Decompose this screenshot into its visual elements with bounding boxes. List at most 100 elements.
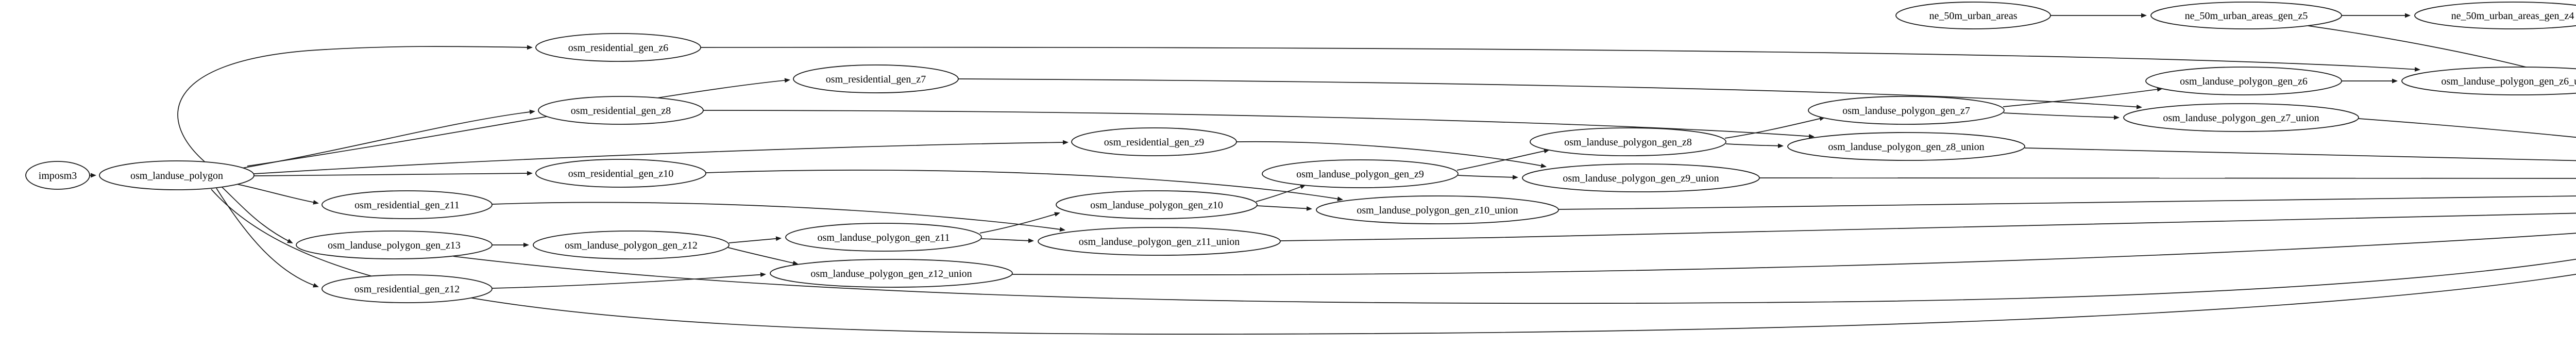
- edge-osm_landuse_polygon-to-osm_residential_gen_z8: [242, 109, 535, 169]
- node-label-osm_landuse_polygon_gen_z11: osm_landuse_polygon_gen_z11: [817, 232, 950, 243]
- node-osm_landuse_polygon_gen_z12: osm_landuse_polygon_gen_z12: [533, 231, 730, 259]
- edge-osm_residential_gen_z9-to-osm_landuse_polygon_gen_z9_union: [1236, 141, 1547, 168]
- node-ne_50m_urban_areas_gen_z5: ne_50m_urban_areas_gen_z5: [2150, 2, 2342, 29]
- node-osm_landuse_polygon_gen_z12_union: osm_landuse_polygon_gen_z12_union: [770, 259, 1013, 288]
- node-label-osm_residential_gen_z6: osm_residential_gen_z6: [568, 42, 668, 54]
- node-osm_landuse_polygon_gen_z7: osm_landuse_polygon_gen_z7: [1808, 96, 2005, 125]
- node-ellipse-osm_landuse_polygon_gen_z13: [296, 231, 493, 259]
- node-label-ne_50m_urban_areas_gen_z4: ne_50m_urban_areas_gen_z4: [2451, 10, 2574, 22]
- edge-osm_landuse_polygon-to-osm_landuse_polygon_gen_z13: [221, 186, 293, 243]
- edge-osm_landuse_polygon_gen_z11-to-osm_landuse_polygon_gen_z10: [979, 212, 1060, 234]
- node-label-osm_landuse_polygon_gen_z12_union: osm_landuse_polygon_gen_z12_union: [810, 268, 972, 279]
- node-ellipse-osm_landuse_polygon_gen_z9: [1262, 159, 1459, 188]
- node-label-osm_landuse_polygon_gen_z9_union: osm_landuse_polygon_gen_z9_union: [1563, 173, 1719, 184]
- node-osm_residential_gen_z9: osm_residential_gen_z9: [1071, 127, 1237, 156]
- node-ellipse-osm_landuse_polygon_gen_z7: [1808, 96, 2005, 125]
- node-ellipse-ne_50m_urban_areas_gen_z5: [2150, 2, 2342, 29]
- node-osm_landuse_polygon_gen_z13: osm_landuse_polygon_gen_z13: [296, 231, 493, 259]
- node-label-osm_landuse_polygon_gen_z12: osm_landuse_polygon_gen_z12: [565, 240, 698, 251]
- node-label-osm_residential_gen_z10: osm_residential_gen_z10: [568, 168, 673, 179]
- edge-osm_landuse_polygon-to-osm_residential_gen_z6: [177, 45, 533, 163]
- node-label-osm_landuse_polygon_gen_z6_union: osm_landuse_polygon_gen_z6_union: [2441, 76, 2576, 87]
- node-ellipse-osm_landuse_polygon_gen_z6_union: [2401, 67, 2576, 95]
- node-osm_residential_gen_z7: osm_residential_gen_z7: [793, 64, 959, 93]
- node-ellipse-osm_landuse_polygon_gen_z10_union: [1316, 195, 1559, 224]
- edge-osm_landuse_polygon_gen_z8-to-osm_landuse_polygon_gen_z8_union: [1725, 143, 1784, 149]
- edge-osm_residential_gen_z11-to-osm_landuse_polygon_gen_z11_union: [492, 202, 1065, 232]
- node-label-osm_residential_gen_z11: osm_residential_gen_z11: [354, 200, 460, 211]
- node-ellipse-osm_landuse_polygon_gen_z11_union: [1038, 227, 1281, 256]
- node-label-osm_residential_gen_z7: osm_residential_gen_z7: [826, 74, 926, 85]
- node-osm_landuse_polygon_gen_z9_union: osm_landuse_polygon_gen_z9_union: [1522, 163, 1760, 192]
- node-ellipse-osm_landuse_polygon_gen_z12: [533, 231, 730, 259]
- node-ellipse-ne_50m_urban_areas: [1895, 2, 2051, 29]
- node-osm_landuse_polygon: osm_landuse_polygon: [99, 160, 255, 190]
- node-osm_landuse_polygon_gen_z6_union: osm_landuse_polygon_gen_z6_union: [2401, 67, 2576, 95]
- node-osm_residential_gen_z6: osm_residential_gen_z6: [535, 33, 701, 62]
- node-ellipse-osm_residential_gen_z8: [538, 96, 704, 125]
- edge-osm_landuse_polygon_gen_z11-to-osm_landuse_polygon_gen_z11_union: [981, 238, 1034, 243]
- edge-osm_landuse_polygon-to-osm_residential_gen_z12: [216, 188, 319, 288]
- node-label-ne_50m_urban_areas_gen_z5: ne_50m_urban_areas_gen_z5: [2185, 10, 2308, 22]
- node-ellipse-osm_landuse_polygon_gen_z12_union: [770, 259, 1013, 288]
- edge-osm_landuse_polygon_gen_z12_union-to-layer_landuse-z12: [1012, 233, 2576, 275]
- node-label-osm_residential_gen_z12: osm_residential_gen_z12: [354, 284, 460, 295]
- edge-osm_landuse_polygon_gen_z10-to-osm_landuse_polygon_gen_z9: [1256, 185, 1306, 202]
- node-label-osm_landuse_polygon_gen_z6: osm_landuse_polygon_gen_z6: [2180, 76, 2308, 87]
- node-osm_landuse_polygon_gen_z11: osm_landuse_polygon_gen_z11: [785, 223, 982, 252]
- edge-osm_residential_gen_z8-to-osm_landuse_polygon_gen_z8_union: [703, 110, 1815, 139]
- node-imposm3: imposm3: [25, 161, 90, 190]
- node-label-osm_landuse_polygon_gen_z11_union: osm_landuse_polygon_gen_z11_union: [1079, 236, 1240, 248]
- node-label-osm_landuse_polygon_gen_z10_union: osm_landuse_polygon_gen_z10_union: [1357, 205, 1518, 216]
- edge-osm_landuse_polygon_gen_z7_union-to-layer_landuse-z7: [2358, 118, 2576, 138]
- edge-osm_landuse_polygon_gen_z7-to-osm_landuse_polygon_gen_z6: [2003, 87, 2163, 107]
- edge-osm_landuse_polygon-to-osm_residential_gen_z7: [247, 78, 790, 167]
- edge-osm_landuse_polygon_gen_z10_union-to-layer_landuse-z10: [1558, 196, 2576, 210]
- edge-osm_residential_gen_z12-to-osm_landuse_polygon_gen_z12_union: [492, 272, 766, 289]
- node-label-osm_residential_gen_z9: osm_residential_gen_z9: [1104, 137, 1204, 148]
- node-label-ne_50m_urban_areas: ne_50m_urban_areas: [1929, 10, 2017, 22]
- edge-osm_landuse_polygon_gen_z7-to-osm_landuse_polygon_gen_z7_union: [2003, 112, 2120, 120]
- node-label-osm_landuse_polygon_gen_z9: osm_landuse_polygon_gen_z9: [1296, 169, 1424, 180]
- node-osm_landuse_polygon_gen_z8_union: osm_landuse_polygon_gen_z8_union: [1787, 132, 2025, 161]
- edge-osm_landuse_polygon_gen_z12-to-osm_landuse_polygon_gen_z12_union: [727, 247, 799, 266]
- node-osm_landuse_polygon_gen_z9: osm_landuse_polygon_gen_z9: [1262, 159, 1459, 188]
- node-ellipse-osm_landuse_polygon_gen_z6: [2145, 67, 2342, 95]
- node-ellipse-osm_landuse_polygon_gen_z8_union: [1787, 132, 2025, 161]
- edge-osm_residential_gen_z10-to-osm_landuse_polygon_gen_z10_union: [705, 170, 1343, 201]
- node-label-imposm3: imposm3: [39, 170, 77, 182]
- node-ellipse-osm_residential_gen_z11: [321, 190, 493, 219]
- node-ellipse-osm_landuse_polygon: [99, 160, 255, 190]
- node-ellipse-osm_residential_gen_z6: [535, 33, 701, 62]
- node-label-osm_landuse_polygon: osm_landuse_polygon: [130, 170, 223, 182]
- node-label-osm_landuse_polygon_gen_z8_union: osm_landuse_polygon_gen_z8_union: [1828, 141, 1984, 153]
- edge-osm_landuse_polygon_gen_z9-to-osm_landuse_polygon_gen_z8: [1456, 149, 1550, 171]
- node-ellipse-osm_residential_gen_z10: [535, 159, 706, 188]
- edge-osm_landuse_polygon_gen_z13-to-layer_landuse-z13: [453, 256, 2576, 304]
- node-label-osm_residential_gen_z8: osm_residential_gen_z8: [571, 105, 671, 117]
- edge-osm_residential_gen_z7-to-osm_landuse_polygon_gen_z7_union: [958, 78, 2142, 109]
- node-osm_landuse_polygon_gen_z7_union: osm_landuse_polygon_gen_z7_union: [2123, 103, 2359, 132]
- node-ellipse-imposm3: [25, 161, 90, 190]
- node-label-osm_landuse_polygon_gen_z7: osm_landuse_polygon_gen_z7: [1842, 105, 1970, 117]
- node-label-osm_landuse_polygon_gen_z7_union: osm_landuse_polygon_gen_z7_union: [2163, 112, 2319, 124]
- edge-osm_residential_gen_z6-to-osm_landuse_polygon_gen_z6_union: [700, 46, 2420, 72]
- node-ellipse-osm_residential_gen_z7: [793, 64, 959, 93]
- edge-osm_landuse_polygon-to-osm_residential_gen_z9: [253, 140, 1069, 174]
- node-osm_residential_gen_z10: osm_residential_gen_z10: [535, 159, 706, 188]
- node-ellipse-osm_landuse_polygon_gen_z11: [785, 223, 982, 252]
- node-ellipse-osm_landuse_polygon_gen_z8: [1530, 127, 1726, 156]
- node-ellipse-ne_50m_urban_areas_gen_z4: [2414, 2, 2576, 29]
- node-osm_residential_gen_z12: osm_residential_gen_z12: [321, 274, 493, 303]
- node-osm_landuse_polygon_gen_z10_union: osm_landuse_polygon_gen_z10_union: [1316, 195, 1559, 224]
- node-osm_landuse_polygon_gen_z11_union: osm_landuse_polygon_gen_z11_union: [1038, 227, 1281, 256]
- edge-osm_landuse_polygon_gen_z8_union-to-layer_landuse-z8: [2024, 147, 2576, 162]
- node-ellipse-osm_residential_gen_z9: [1071, 127, 1237, 156]
- node-ellipse-osm_residential_gen_z12: [321, 274, 493, 303]
- node-label-osm_landuse_polygon_gen_z13: osm_landuse_polygon_gen_z13: [328, 240, 461, 251]
- edge-osm_landuse_polygon-to-osm_residential_gen_z11: [234, 183, 319, 205]
- edge-osm_landuse_polygon-to-osm_residential_gen_z10: [253, 171, 533, 176]
- node-osm_landuse_polygon_gen_z10: osm_landuse_polygon_gen_z10: [1056, 190, 1258, 219]
